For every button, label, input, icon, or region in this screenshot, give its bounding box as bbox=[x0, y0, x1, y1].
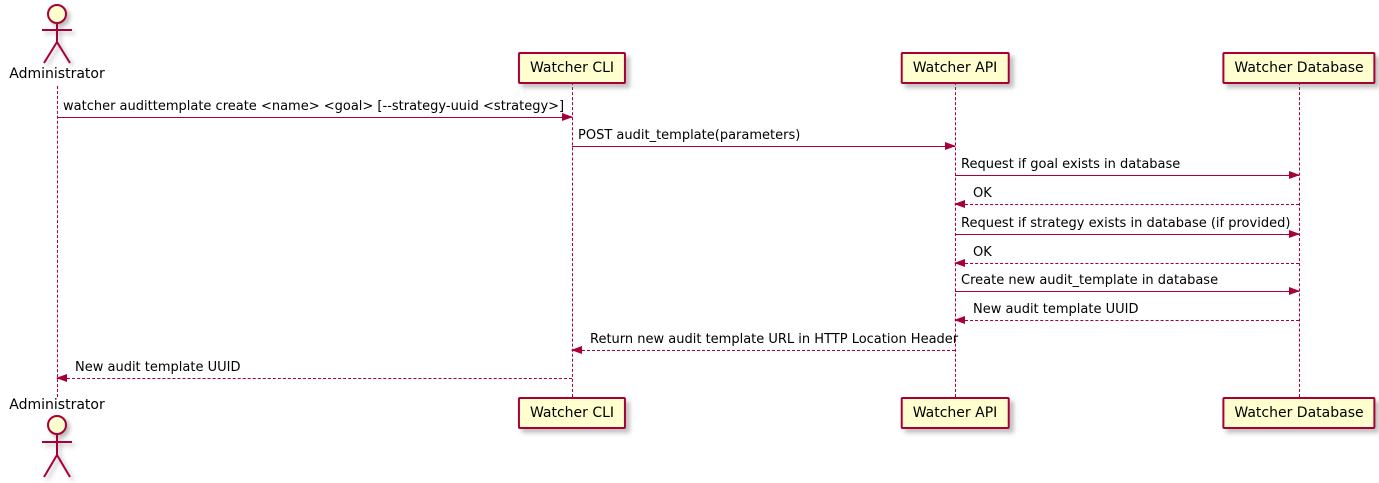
message-2-text: POST audit_template(parameters) bbox=[578, 128, 801, 143]
message-4-arrow bbox=[954, 200, 1299, 208]
message-6-arrow bbox=[954, 259, 1299, 267]
message-1-text: watcher audittemplate create <name> <goa… bbox=[63, 99, 565, 114]
message-1-arrow bbox=[57, 113, 573, 121]
lifeline-watcher-api bbox=[955, 82, 956, 397]
message-5-text: Request if strategy exists in database (… bbox=[961, 216, 1291, 231]
message-3-text: Request if goal exists in database bbox=[961, 157, 1181, 172]
message-10-text: New audit template UUID bbox=[75, 360, 241, 375]
lifeline-administrator bbox=[57, 86, 58, 397]
message-9-text: Return new audit template URL in HTTP Lo… bbox=[590, 332, 959, 347]
actor-icon-bottom bbox=[42, 415, 72, 478]
actor-label-bottom: Administrator bbox=[9, 397, 105, 413]
message-8-arrow bbox=[954, 316, 1299, 324]
participant-watcher-api-bottom: Watcher API bbox=[900, 397, 1010, 429]
actor-label-top: Administrator bbox=[9, 66, 105, 82]
participant-watcher-cli-top: Watcher CLI bbox=[517, 52, 627, 84]
message-9-arrow bbox=[571, 346, 955, 354]
participant-watcher-api-top: Watcher API bbox=[900, 52, 1010, 84]
message-6-text: OK bbox=[973, 245, 992, 260]
message-7-arrow bbox=[955, 287, 1300, 295]
actor-icon-top bbox=[42, 4, 72, 64]
message-10-arrow bbox=[56, 374, 572, 382]
lifeline-watcher-cli bbox=[572, 82, 573, 397]
participant-watcher-cli-bottom: Watcher CLI bbox=[517, 397, 627, 429]
participant-watcher-database-bottom: Watcher Database bbox=[1222, 397, 1376, 429]
message-4-text: OK bbox=[973, 186, 992, 201]
participant-watcher-database-top: Watcher Database bbox=[1222, 52, 1376, 84]
message-7-text: Create new audit_template in database bbox=[961, 273, 1219, 288]
message-3-arrow bbox=[955, 171, 1300, 179]
lifeline-watcher-database bbox=[1299, 82, 1300, 397]
message-5-arrow bbox=[955, 230, 1300, 238]
message-8-text: New audit template UUID bbox=[973, 302, 1139, 317]
message-2-arrow bbox=[572, 142, 956, 150]
